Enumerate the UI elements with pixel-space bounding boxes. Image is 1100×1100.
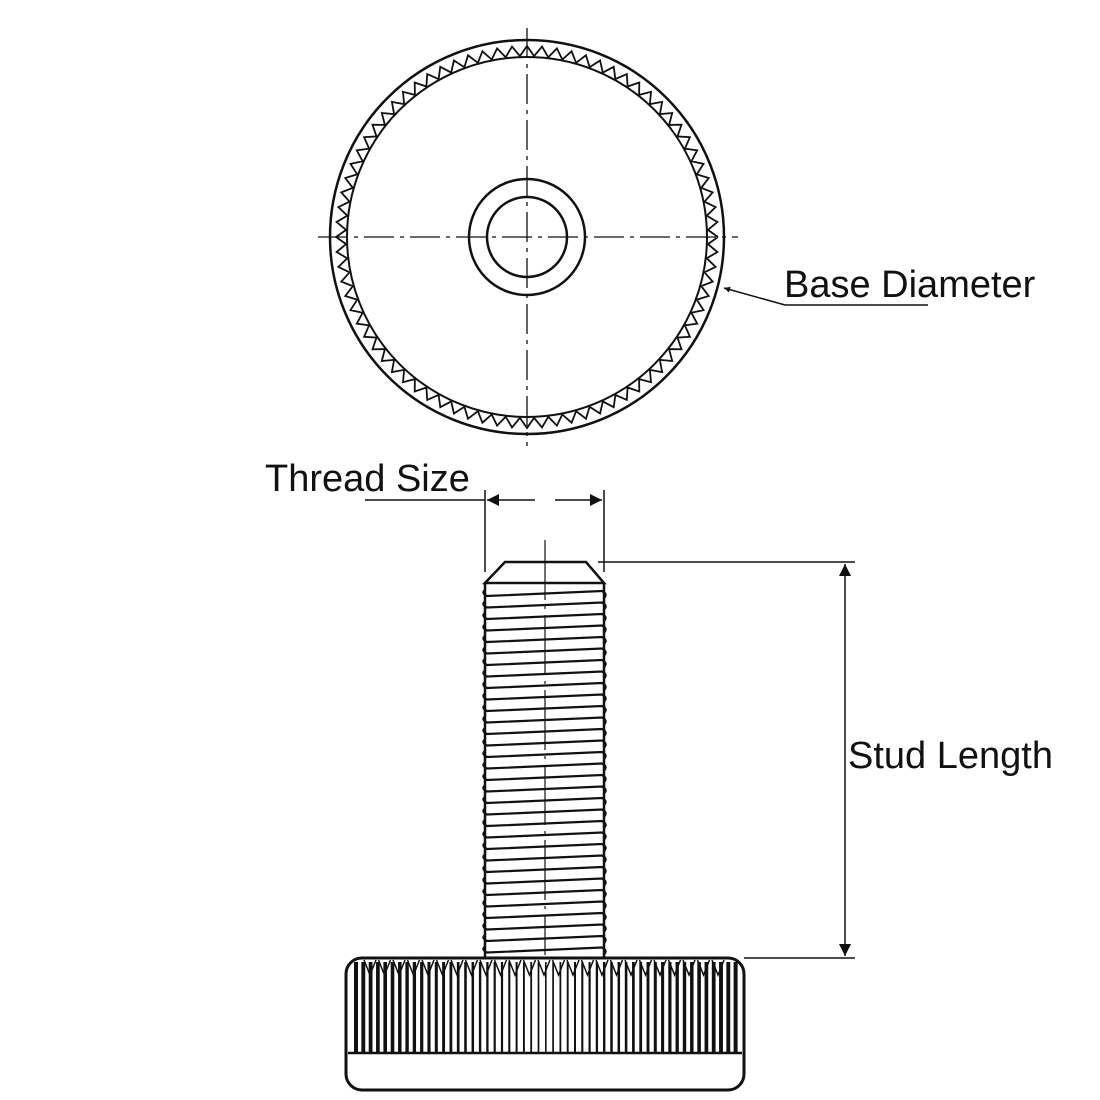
thread-size-label: Thread Size (265, 458, 470, 500)
base-diameter-label: Base Diameter (784, 264, 1036, 306)
knurl-tooth (696, 959, 711, 978)
thread-crest (482, 600, 607, 611)
knurl-tooth (609, 959, 624, 978)
stud-length-label: Stud Length (848, 735, 1053, 777)
base-diameter-leader (723, 286, 928, 306)
knurl-tooth (566, 959, 580, 978)
knurl-tooth (624, 959, 638, 978)
knurl-tooth (522, 959, 537, 978)
knurl-tooth (377, 959, 392, 978)
knurl-tooth (363, 959, 377, 978)
stud-chamfer (482, 560, 607, 585)
side-view (344, 540, 746, 1092)
knurl-tooth (682, 959, 696, 978)
knurl-tooth (508, 959, 522, 978)
knurl-tooth (580, 959, 595, 978)
knurl-tooth (711, 959, 725, 978)
thread-size-dimension (365, 490, 605, 572)
knurl-tooth (667, 959, 682, 978)
knurl-tooth (392, 959, 406, 978)
knurl-tooth (493, 959, 508, 978)
knurl-tooth (435, 959, 450, 978)
thread-crest (482, 681, 607, 691)
knurl-tooth (638, 959, 653, 978)
knurl-tooth (421, 959, 435, 978)
knurl-tooth (406, 959, 421, 978)
knurl-tooth (653, 959, 667, 978)
thread-crest (482, 750, 607, 760)
base-knurl (354, 959, 738, 1052)
knurl-tooth (450, 959, 464, 978)
knurl-tooth (479, 959, 493, 978)
knurl-tooth (464, 959, 479, 978)
thread-crest (482, 899, 607, 910)
knurl-tooth (551, 959, 566, 978)
top-view (318, 28, 738, 446)
knurl-tooth (537, 959, 551, 978)
knurl-tooth (595, 959, 609, 978)
stud-length-dimension (598, 561, 855, 959)
thread-crest (482, 830, 607, 841)
